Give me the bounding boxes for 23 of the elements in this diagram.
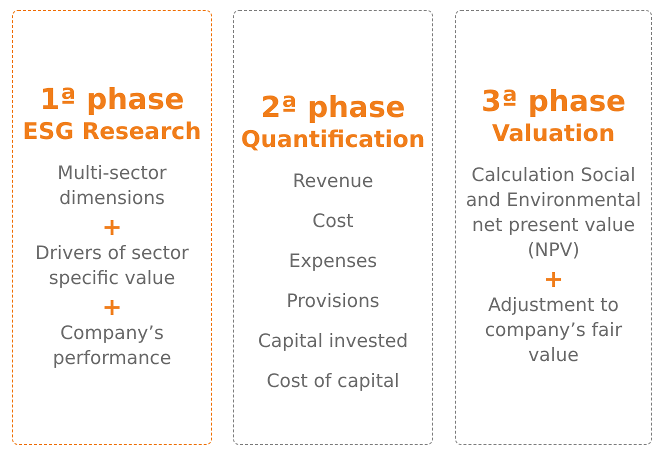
phase-title: Valuation <box>492 120 615 149</box>
list-item: Company’s performance <box>52 322 172 371</box>
list-item: Provisions <box>286 290 380 314</box>
plus-sign: + <box>543 265 564 293</box>
plus-sign: + <box>102 213 122 241</box>
list-item: Adjustment to company’s fair value <box>484 294 624 368</box>
phase-heading: 2ª phase <box>260 89 406 125</box>
plus-sign: + <box>102 293 122 321</box>
phase-heading: 1ª phase <box>40 81 184 117</box>
list-item: Calculation Social and Environmental net present value (NPV) <box>464 164 642 263</box>
phase-panel <box>12 10 212 445</box>
list-item: Cost <box>312 210 354 234</box>
list-item: Capital invested <box>258 330 408 354</box>
list-item: Multi-sector dimensions <box>56 162 168 211</box>
phase-title: ESG Research <box>22 118 202 147</box>
phase-panel <box>455 10 652 445</box>
list-item: Cost of capital <box>266 370 400 394</box>
list-item: Drivers of sector specific value <box>34 242 190 291</box>
phase-title: Quantification <box>241 126 425 155</box>
list-item: Expenses <box>288 250 378 274</box>
list-item: Revenue <box>292 170 374 194</box>
phase-heading: 3ª phase <box>481 83 626 119</box>
phase-panel <box>233 10 433 445</box>
